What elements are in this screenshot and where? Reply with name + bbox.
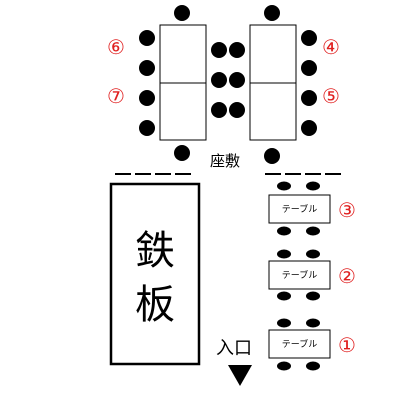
zashiki-table-left-upper <box>159 24 207 84</box>
teppan-counter <box>109 182 201 366</box>
seat <box>139 90 155 106</box>
seat <box>277 361 291 371</box>
seat <box>229 42 245 58</box>
seat <box>229 72 245 88</box>
table-3-top <box>268 194 331 224</box>
table-number-2: ② <box>338 264 356 288</box>
seat <box>277 318 291 328</box>
seat <box>211 102 227 118</box>
seat <box>306 226 320 236</box>
seat <box>301 120 317 136</box>
seat <box>174 145 190 161</box>
seat <box>277 181 291 191</box>
seat <box>174 5 190 21</box>
teppan-area: 鉄 板 <box>109 182 201 366</box>
table-2-label: テーブル <box>282 269 317 281</box>
seat <box>139 60 155 76</box>
seat <box>301 60 317 76</box>
table-2-top <box>268 260 331 290</box>
seat <box>306 291 320 301</box>
entrance: 入口 <box>216 338 252 386</box>
table-1-top <box>268 329 331 359</box>
seat <box>229 102 245 118</box>
entrance-label: 入口 <box>216 338 252 359</box>
table-number-3: ③ <box>338 198 356 222</box>
seat <box>277 249 291 259</box>
seat <box>264 5 280 21</box>
seat <box>211 42 227 58</box>
zashiki-area: ⑥ ⑦ ④ ⑤ 座敷 <box>107 5 341 175</box>
table-number-7: ⑦ <box>107 84 125 108</box>
table-number-6: ⑥ <box>107 35 125 59</box>
table-number-5: ⑤ <box>322 84 340 108</box>
table-3: テーブル ③ <box>268 181 356 236</box>
seat <box>139 120 155 136</box>
zashiki-table-right-lower <box>249 82 297 141</box>
table-1-label: テーブル <box>282 338 317 350</box>
seat <box>211 72 227 88</box>
table-1: テーブル ① <box>268 318 356 371</box>
seat <box>306 361 320 371</box>
zashiki-label: 座敷 <box>210 152 240 170</box>
seat <box>277 291 291 301</box>
seat <box>306 318 320 328</box>
table-2: テーブル ② <box>268 249 356 301</box>
table-number-1: ① <box>338 333 356 357</box>
seat <box>306 181 320 191</box>
zashiki-table-left-lower <box>159 82 207 141</box>
zashiki-table-right-upper <box>249 24 297 84</box>
seat <box>301 90 317 106</box>
table-number-4: ④ <box>322 35 340 59</box>
triangle-down-icon <box>228 365 252 386</box>
teppan-label-line1: 鉄 <box>135 228 175 274</box>
seat <box>264 148 280 164</box>
seat <box>306 249 320 259</box>
teppan-label-line2: 板 <box>135 282 175 328</box>
table-3-label: テーブル <box>282 203 317 215</box>
seat <box>139 30 155 46</box>
seat <box>301 30 317 46</box>
seat <box>277 226 291 236</box>
